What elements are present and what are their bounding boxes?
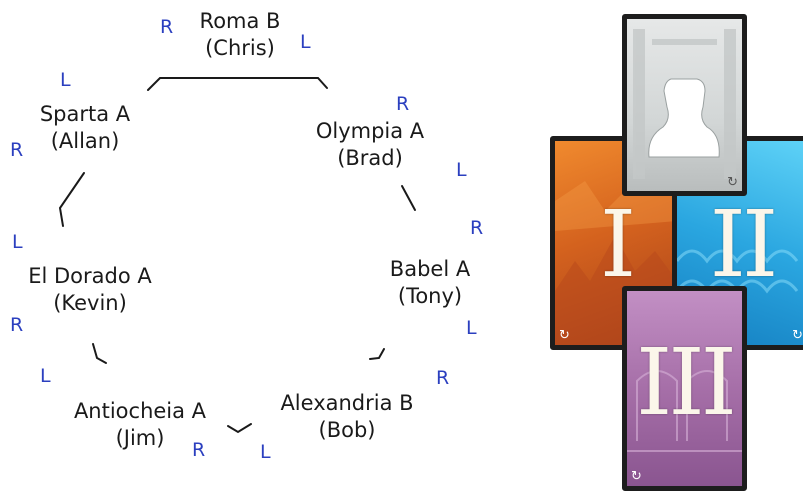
rotate-icon: ↻ (631, 469, 642, 484)
age-numeral: II (709, 191, 779, 298)
city-name: Antiocheia A (73, 399, 207, 423)
player-name: (Tony) (397, 284, 463, 308)
player-name: (Allan) (50, 129, 120, 153)
seating-diagram: Roma B (Chris) Olympia A (Brad) Babel A … (5, 8, 490, 463)
city-name: Alexandria B (280, 391, 414, 415)
left-marker-roma: L (300, 31, 311, 53)
right-marker-sparta: R (10, 139, 24, 161)
link-antiocheia-eldorado (92, 343, 107, 364)
player-roma: Roma B (Chris) (180, 8, 300, 62)
player-olympia: Olympia A (Brad) (300, 118, 440, 172)
city-name: El Dorado A (28, 264, 152, 288)
right-marker-el-dorado: R (10, 314, 24, 336)
left-marker-babel: L (466, 317, 477, 339)
right-marker-alexandria: R (436, 367, 450, 389)
player-name: (Brad) (337, 146, 403, 170)
right-marker-antiocheia: R (192, 439, 206, 461)
link-babel-alexandria (369, 348, 385, 360)
player-sparta: Sparta A (Allan) (25, 101, 145, 155)
rotate-icon: ↻ (559, 328, 570, 343)
player-name: (Jim) (115, 426, 165, 450)
neighbor-links (58, 77, 416, 434)
player-antiocheia: Antiocheia A (Jim) (50, 398, 230, 452)
age-numeral: III (635, 329, 737, 436)
link-olympia-babel (401, 185, 416, 211)
right-marker-babel: R (470, 217, 484, 239)
city-name: Olympia A (315, 119, 425, 143)
left-marker-el-dorado: L (12, 231, 23, 253)
city-name: Babel A (389, 257, 471, 281)
left-marker-olympia: L (456, 159, 467, 181)
player-name: (Kevin) (53, 291, 127, 315)
city-name: Roma B (199, 9, 281, 33)
city-name: Sparta A (39, 102, 131, 126)
left-marker-antiocheia: L (40, 365, 51, 387)
player-alexandria: Alexandria B (Bob) (262, 390, 432, 444)
age-numeral: I (599, 191, 636, 298)
rotate-icon: ↻ (727, 175, 738, 190)
age-cards-group: I ↻ II ↻ ↻ (550, 14, 803, 491)
left-marker-sparta: L (60, 69, 71, 91)
leader-card: ↻ (622, 14, 747, 196)
right-marker-roma: R (160, 16, 174, 38)
link-alexandria-antiocheia (227, 423, 252, 434)
rotate-icon: ↻ (792, 328, 803, 343)
player-el-dorado: El Dorado A (Kevin) (5, 263, 175, 317)
player-name: (Chris) (205, 36, 275, 60)
right-marker-olympia: R (396, 93, 410, 115)
link-sparta-roma (147, 77, 256, 91)
link-eldorado-sparta (58, 172, 85, 227)
age-3-card: III ↻ (622, 286, 747, 491)
player-babel: Babel A (Tony) (370, 256, 490, 310)
link-roma-olympia (254, 77, 328, 89)
bust-silhouette-icon (648, 78, 720, 158)
left-marker-alexandria: L (260, 441, 271, 463)
player-name: (Bob) (318, 418, 376, 442)
